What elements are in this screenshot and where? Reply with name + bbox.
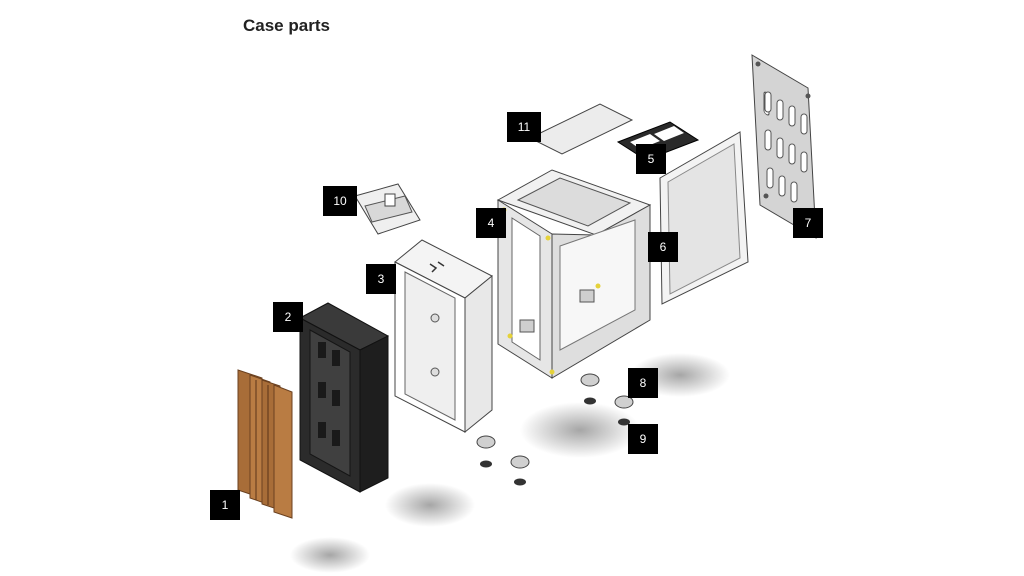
floor-shadows [290, 353, 730, 573]
part-label-5: 5 [636, 144, 666, 174]
top-strip-part [528, 103, 634, 155]
part-label-1: 1 [210, 490, 240, 520]
clip-part [354, 183, 421, 235]
diagram-title: Case parts [243, 16, 330, 35]
white-housing-part [394, 239, 493, 434]
part-label-3: 3 [366, 264, 396, 294]
part-label-11: 11 [507, 112, 541, 142]
dark-case-part [298, 302, 390, 493]
part-label-8: 8 [628, 368, 658, 398]
part-label-2: 2 [273, 302, 303, 332]
glass-panel-part [659, 131, 749, 305]
part-label-7: 7 [793, 208, 823, 238]
part-label-4: 4 [476, 208, 506, 238]
frame-part [496, 169, 652, 379]
feet-part [476, 373, 634, 486]
part-label-6: 6 [648, 232, 678, 262]
part-label-10: 10 [323, 186, 357, 216]
wood-panel-part [237, 369, 293, 519]
back-plate-part [751, 54, 817, 239]
part-label-9: 9 [628, 424, 658, 454]
